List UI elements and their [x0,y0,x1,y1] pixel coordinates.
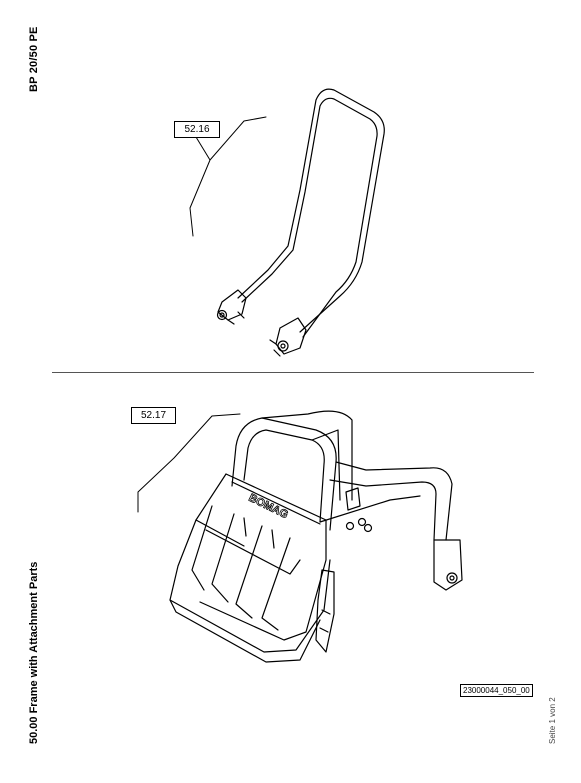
section-divider [52,372,534,373]
callout-52-17: 52.17 [131,407,176,424]
brand-logo: BOMAG [247,492,290,521]
callout-52-16: 52.16 [174,121,220,138]
drawing-number: 23000044_050_00 [460,684,533,697]
